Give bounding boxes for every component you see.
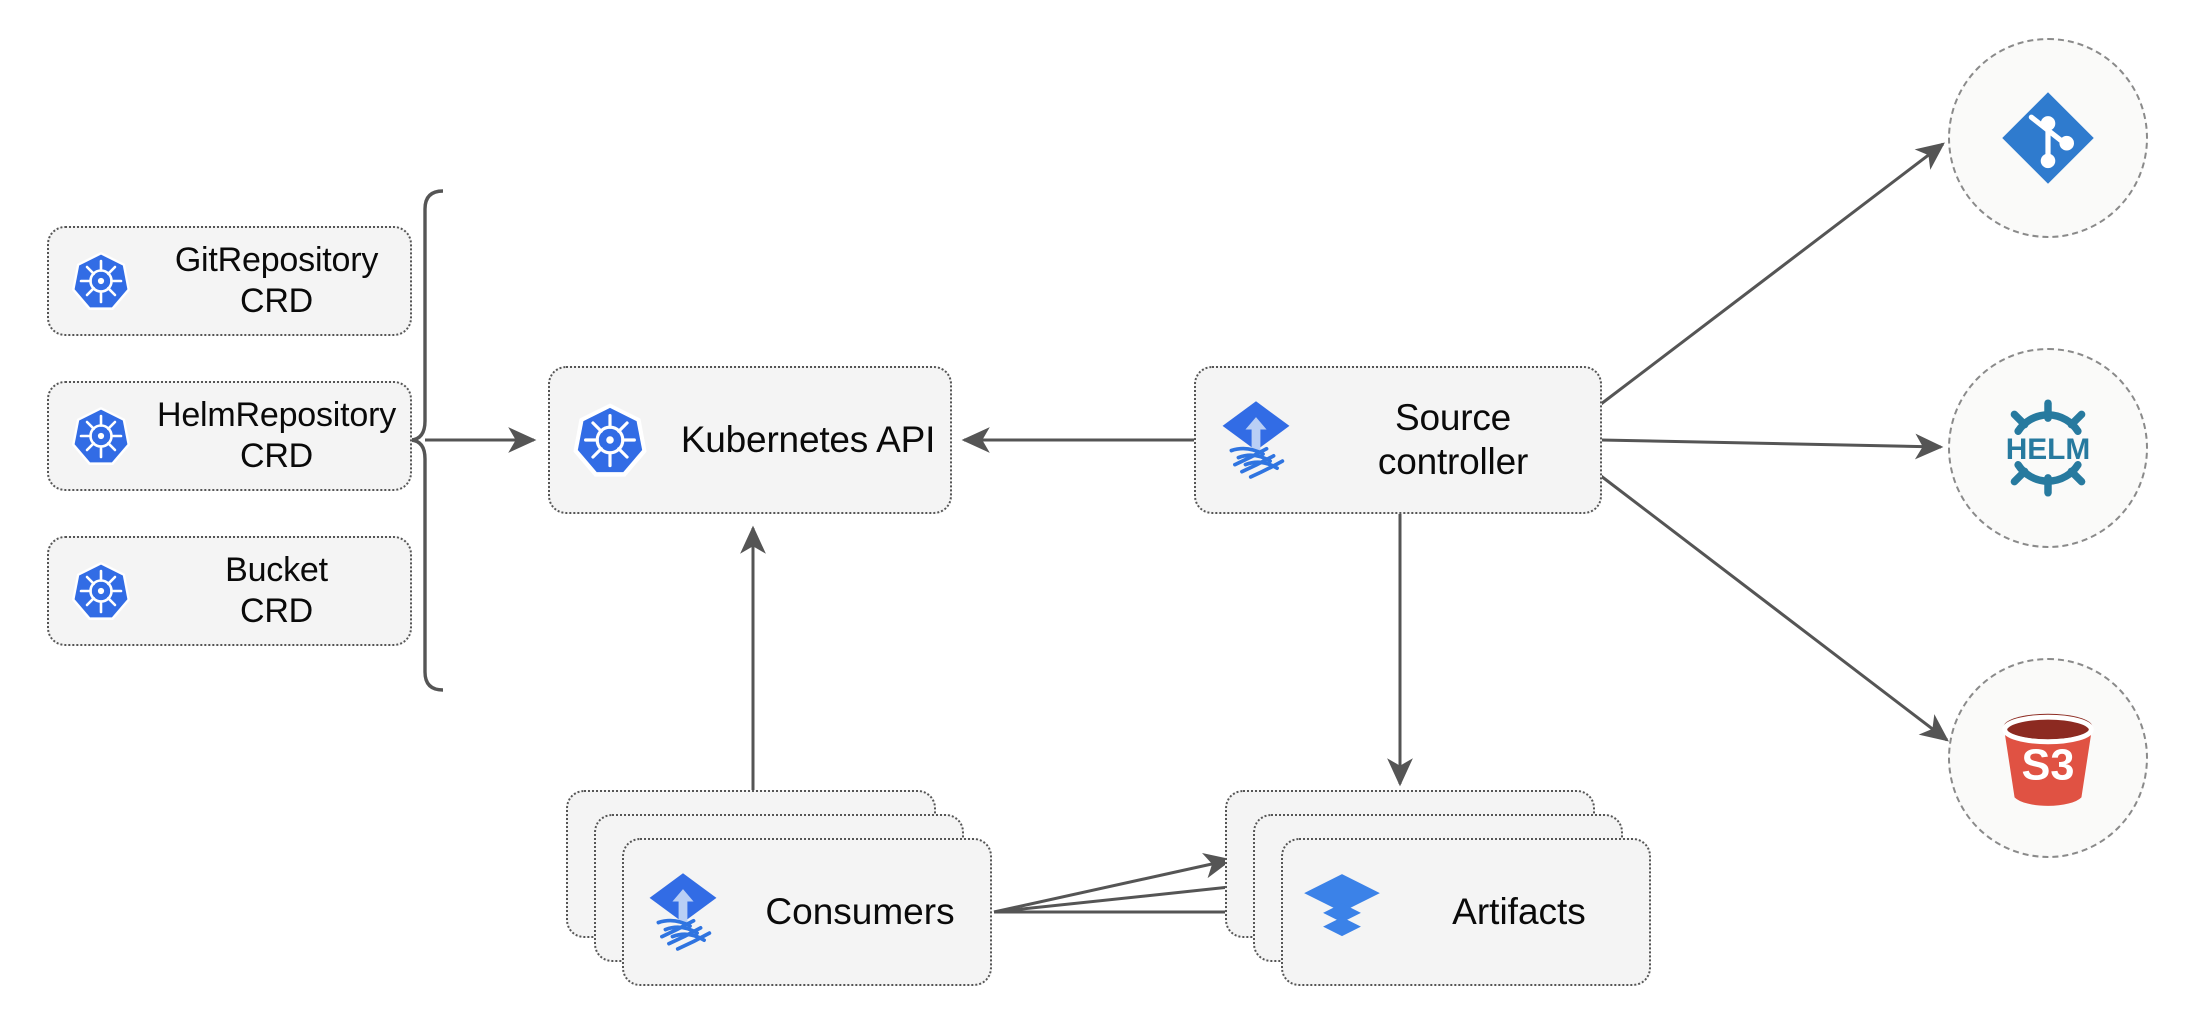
helm-icon: HELM [1992, 392, 2104, 504]
edge-source-controller-to-git [1600, 142, 1945, 406]
s3-icon: S3 [1989, 699, 2107, 817]
edge-source-controller-to-helm [1600, 433, 1944, 460]
kubernetes-icon [49, 559, 153, 623]
crd-card-label: Bucket CRD [225, 551, 328, 630]
kubernetes-icon [550, 401, 670, 479]
node-label: Consumers [765, 891, 955, 932]
git-icon [1996, 86, 2100, 190]
kubernetes-icon [49, 404, 153, 468]
kubernetes-icon [49, 249, 153, 313]
edge-consumers-to-artifacts-1 [993, 852, 1233, 914]
svg-text:HELM: HELM [2006, 433, 2091, 466]
node-consumers[interactable]: Consumers [566, 790, 996, 990]
edge-source-controller-to-s3 [1600, 474, 1949, 742]
edge-consumers-to-artifacts-2 [993, 873, 1261, 914]
source-circle-s3[interactable]: S3 [1948, 658, 2148, 858]
source-circle-helm[interactable]: HELM [1948, 348, 2148, 548]
flux-icon [624, 868, 742, 956]
consumers-stack-sheet-front[interactable]: Consumers [622, 838, 992, 986]
crd-card-label: GitRepository CRD [174, 241, 379, 320]
crd-card-helmrepository[interactable]: HelmRepository CRD [47, 381, 412, 491]
node-artifacts[interactable]: Artifacts [1225, 790, 1655, 990]
crd-card-gitrepository[interactable]: GitRepository CRD [47, 226, 412, 336]
flux-icon [1196, 396, 1316, 484]
layers-icon [1283, 869, 1401, 955]
crd-card-label: HelmRepository CRD [156, 396, 397, 475]
node-label: Source controller [1377, 396, 1529, 482]
node-label: Artifacts [1452, 891, 1586, 932]
source-circle-git[interactable] [1948, 38, 2148, 238]
node-source-controller[interactable]: Source controller [1194, 366, 1602, 514]
node-label: Kubernetes API [680, 418, 936, 460]
crd-card-bucket[interactable]: Bucket CRD [47, 536, 412, 646]
svg-text:S3: S3 [2022, 742, 2075, 790]
artifacts-stack-sheet-front[interactable]: Artifacts [1281, 838, 1651, 986]
node-kubernetes-api[interactable]: Kubernetes API [548, 366, 952, 514]
